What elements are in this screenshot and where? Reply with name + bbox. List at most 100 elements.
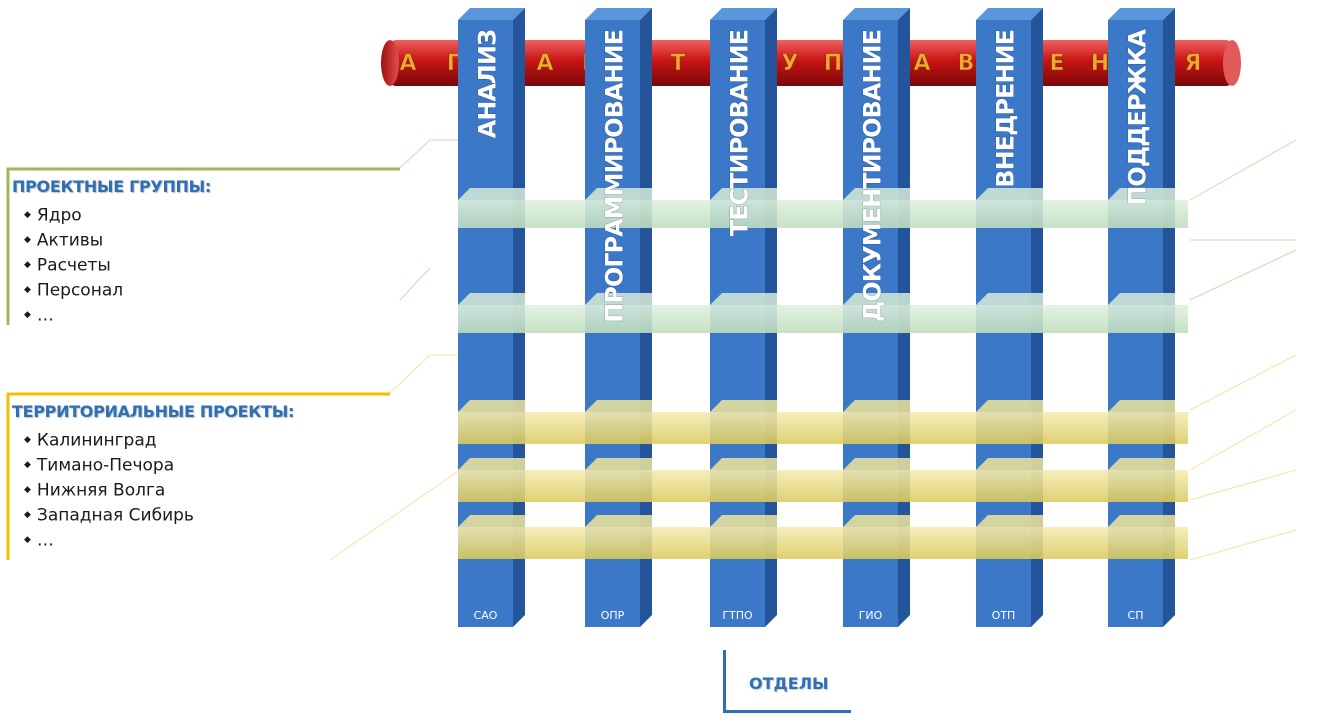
horizontal-bands [460,200,1188,559]
bullet-icon: ◆ [24,435,31,445]
territorial-project-item-label: Западная Сибирь [36,505,194,526]
segment-top-face [585,188,652,200]
column-yellow-segment [710,470,777,502]
segment-top-face [585,400,652,412]
column-name: АНАЛИЗ [474,30,502,138]
column-top-face [458,8,525,20]
column-6: ПОДДЕРЖКА СП [1108,8,1175,627]
project-group-item: ◆ Персонал [24,278,123,303]
column-yellow-segment [585,527,652,559]
column-yellow-segment [458,412,525,444]
segment-top-face [976,188,1043,200]
territorial-projects-list: ◆Калининград◆Тимано-Печора◆Нижняя Волга◆… [24,428,194,553]
column-green-segment [843,305,910,333]
project-groups-panel: ПРОЕКТНЫЕ ГРУППЫ: ◆Ядро◆Активы◆Расчеты◆П… [0,165,400,328]
bullet-icon: ◆ [24,310,31,320]
project-groups-title: ПРОЕКТНЫЕ ГРУППЫ: [12,177,212,196]
column-code: ОТП [992,609,1016,622]
column-green-segment [976,305,1043,333]
management-bar-letter: А [913,51,930,76]
segment-top-face [458,458,525,470]
column-code: ГИО [859,609,883,622]
column-yellow-segment [585,470,652,502]
bullet-icon: ◆ [24,535,31,545]
project-group-item: ◆Ядро [24,203,123,228]
column-green-segment [976,200,1043,228]
management-bar-letter: У [782,51,799,76]
segment-top-face [585,458,652,470]
bullet-icon: ◆ [24,285,31,295]
column-top-face [976,8,1043,20]
column-top-face [585,8,652,20]
territorial-project-item-label: Калининград [36,430,157,451]
column-yellow-segment [976,412,1043,444]
column-code: ГТПО [722,609,753,622]
column-yellow-segment [1108,470,1175,502]
project-groups-list: ◆Ядро◆Активы◆Расчеты◆Персонал◆… [24,203,123,328]
column-green-segment [1108,200,1175,228]
segment-top-face [843,458,910,470]
territorial-project-item: ◆… [24,528,194,553]
bullet-icon: ◆ [24,510,31,520]
project-group-item-label: Персонал [36,280,124,301]
segment-top-face [1108,400,1175,412]
segment-top-face [843,515,910,527]
green-band-1 [460,200,1188,228]
project-group-item-label: Ядро [36,205,82,226]
column-name: ПОДДЕРЖКА [1124,29,1152,206]
column-code: ОПР [601,609,625,622]
column-5: ВНЕДРЕНИЕ ОТП [976,8,1043,627]
segment-top-face [843,188,910,200]
management-bar-letter: Т [670,51,685,76]
segment-top-face [710,293,777,305]
segment-top-face [976,458,1043,470]
territorial-project-item: ◆ Нижняя Волга [24,478,194,503]
yellow-band-1 [460,412,1188,444]
segment-top-face [458,515,525,527]
territorial-projects-bracket [6,392,390,560]
guide-lines [329,139,1297,561]
column-green-segment [585,200,652,228]
column-green-segment [710,305,777,333]
territorial-project-item-label: Тимано-Печора [36,455,175,476]
bullet-icon: ◆ [24,260,31,270]
segment-top-face [976,515,1043,527]
segment-top-face [1108,293,1175,305]
segment-top-face [585,293,652,305]
territorial-project-item: ◆ Тимано-Печора [24,453,194,478]
segment-top-face [585,515,652,527]
column-top-face [710,8,777,20]
territorial-projects-panel: ТЕРРИТОРИАЛЬНЫЕ ПРОЕКТЫ: ◆Калининград◆Ти… [0,390,390,560]
project-group-item: ◆… [24,303,123,328]
column-yellow-segment [1108,412,1175,444]
project-group-item: ◆ Расчеты [24,253,123,278]
territorial-project-item: ◆ Западная Сибирь [24,503,194,528]
project-group-item-label: Расчеты [36,255,111,276]
column-yellow-segment [1108,527,1175,559]
column-code: СП [1128,609,1144,622]
column-name: ПРОГРАММИРОВАНИЕ [601,30,629,323]
territorial-project-item: ◆ Калининград [24,428,194,453]
segment-top-face [976,293,1043,305]
segment-top-face [843,293,910,305]
bullet-icon: ◆ [24,485,31,495]
column-yellow-segment [976,470,1043,502]
column-yellow-segment [710,527,777,559]
bullet-icon: ◆ [24,460,31,470]
territorial-project-item-label: Нижняя Волга [36,480,166,501]
management-bar-letter: А [536,51,553,76]
management-bar-left-cap [381,40,399,86]
management-bar-letter: Е [1049,51,1064,76]
column-name: ВНЕДРЕНИЕ [992,30,1020,188]
management-bar-letter: В [958,51,975,76]
column-yellow-segment [843,412,910,444]
project-groups-bracket [6,167,400,325]
column-green-segment [585,305,652,333]
column-yellow-segment [710,412,777,444]
column-yellow-segment [458,470,525,502]
segment-top-face [710,400,777,412]
segment-top-face [1108,458,1175,470]
column-green-segment [1108,305,1175,333]
